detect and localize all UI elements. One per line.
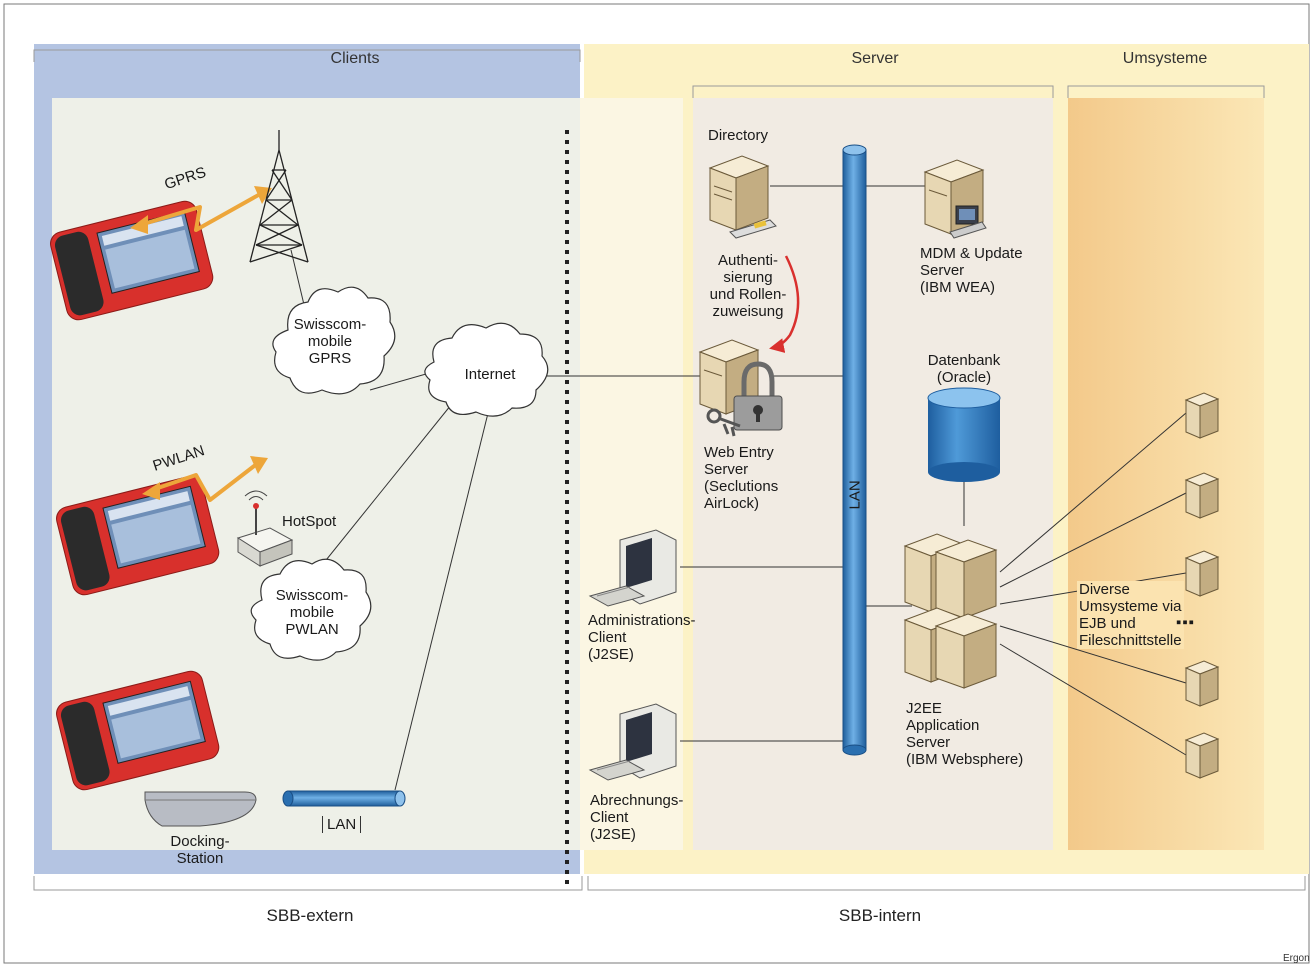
antenna-tower-icon [249, 130, 309, 263]
administration-client-line: (J2SE) [588, 646, 634, 663]
cloud-gprs-line: mobile [307, 333, 353, 350]
cloud-pwlan-line: PWLAN [285, 621, 339, 638]
web-entry-line: Web Entry [704, 444, 774, 461]
database-line: Datenbank [927, 352, 1001, 369]
directory-label: Directory [708, 127, 769, 144]
mdm-server-label: MDM & Update Server (IBM WEA) [920, 245, 1023, 296]
mdm-server-icon [923, 159, 987, 239]
pwlan-wireless-arrow [142, 456, 268, 502]
web-entry-line: (Seclutions [704, 478, 779, 495]
external-system-server-icon [1184, 392, 1220, 439]
docking-station-line: Docking- [170, 833, 230, 850]
mobile-device [56, 475, 220, 596]
web-entry-line: Server [704, 461, 749, 478]
billing-client-line: Client [590, 809, 629, 826]
lan-backbone [842, 144, 867, 756]
docking-station-icon [144, 791, 257, 827]
mdm-line: MDM & Update [920, 245, 1023, 262]
docking-station-label: Docking- Station [150, 833, 250, 867]
authentication-label: Authenti- sierung und Rollen- zuweisung [698, 252, 798, 320]
administration-client-line: Client [588, 629, 627, 646]
internet-label: Internet [464, 366, 516, 383]
database-line: (Oracle) [936, 369, 992, 386]
cloud-pwlan-line: mobile [289, 604, 335, 621]
cloud-swisscom-pwlan [250, 558, 372, 661]
hotspot-label: HotSpot [282, 513, 337, 530]
authentication-line: Authenti- [717, 252, 779, 269]
external-system-server-icon [1184, 660, 1220, 707]
cloud-gprs-line: Swisscom- [293, 316, 367, 333]
mobile-device [56, 670, 220, 791]
j2ee-line: (IBM Websphere) [906, 751, 1024, 768]
j2ee-line: J2EE [906, 700, 942, 717]
padlock-icon [706, 361, 783, 437]
authentication-line: sierung [723, 269, 773, 286]
web-entry-server-label: Web Entry Server (Seclutions AirLock) [704, 444, 778, 512]
mdm-line: (IBM WEA) [920, 279, 995, 296]
authentication-line: und Rollen- [709, 286, 787, 303]
cloud-swisscom-gprs [272, 286, 396, 395]
administration-client-line: Administrations- [588, 612, 696, 629]
administration-client-label: Administrations- Client (J2SE) [588, 612, 696, 663]
ellipsis-marker: ▪▪▪ [1176, 614, 1195, 631]
authentication-arrow [769, 255, 800, 353]
docking-station-line: Station [176, 850, 224, 867]
gprs-wireless-arrow [130, 186, 272, 234]
external-systems-line: EJB und [1079, 615, 1136, 632]
external-systems-line: Umsysteme via [1079, 598, 1182, 615]
directory-server-icon [708, 155, 777, 239]
docking-lan-label: LAN [322, 816, 362, 833]
database-label: Datenbank (Oracle) [914, 352, 1014, 386]
external-system-server-icon [1184, 472, 1220, 519]
j2ee-application-server-label: J2EE Application Server (IBM Websphere) [906, 700, 1023, 768]
image-credit: Ergon [1283, 953, 1310, 964]
cloud-gprs-line: GPRS [308, 350, 352, 367]
external-systems-label: Diverse Umsysteme via EJB und Fileschnit… [1077, 581, 1184, 649]
mobile-device [50, 200, 214, 321]
cloud-pwlan-label: Swisscom- mobile PWLAN [262, 587, 362, 638]
administration-client-icon [588, 529, 677, 607]
hotspot-router-icon [236, 490, 294, 567]
cloud-internet [424, 322, 549, 417]
cloud-gprs-label: Swisscom- mobile GPRS [280, 316, 380, 367]
billing-client-line: (J2SE) [590, 826, 636, 843]
authentication-line: zuweisung [712, 303, 784, 320]
footer-label-extern: SBB-extern [266, 906, 354, 925]
section-label-server: Server [851, 50, 899, 67]
j2ee-server-cluster-icon [903, 533, 998, 689]
j2ee-line: Application [906, 717, 980, 734]
umsysteme-column [1068, 98, 1264, 850]
docking-lan-tube [282, 790, 406, 807]
footer-label-intern: SBB-intern [838, 906, 922, 925]
cloud-pwlan-line: Swisscom- [275, 587, 349, 604]
j2ee-line: Server [906, 734, 951, 751]
database-icon [927, 387, 1001, 482]
billing-client-label: Abrechnungs- Client (J2SE) [590, 792, 683, 843]
section-label-umsysteme: Umsysteme [1122, 50, 1208, 67]
section-brackets [33, 49, 1306, 891]
web-entry-line: AirLock) [704, 495, 760, 512]
external-system-server-icon [1184, 550, 1220, 597]
lan-backbone-label: LAN [846, 480, 864, 510]
billing-client-icon [588, 703, 677, 781]
external-systems-line: Diverse [1079, 581, 1130, 598]
external-system-server-icon [1184, 732, 1220, 779]
mdm-line: Server [920, 262, 965, 279]
billing-client-line: Abrechnungs- [590, 792, 684, 809]
section-label-clients: Clients [330, 50, 380, 67]
external-systems-line: Fileschnittstelle [1079, 632, 1182, 649]
